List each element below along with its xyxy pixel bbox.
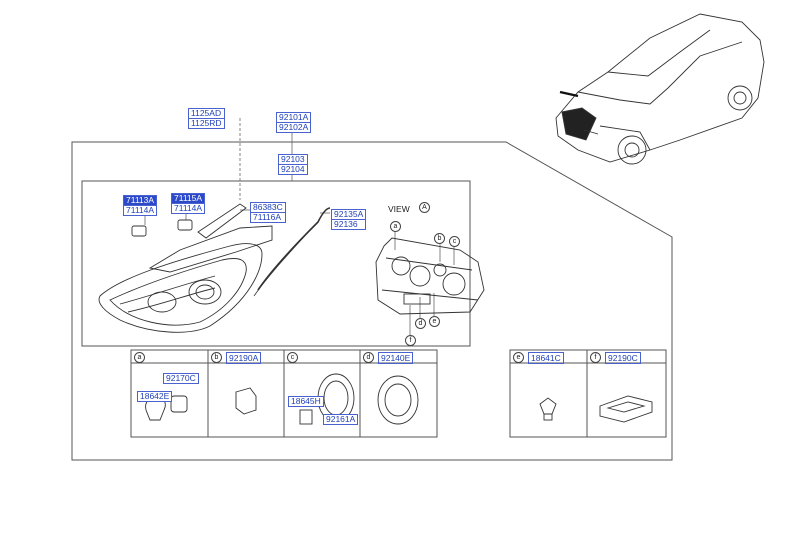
label-18645h[interactable]: 18645H	[288, 396, 324, 407]
label-86383c[interactable]: 86383C 71116A	[250, 202, 286, 223]
parts-panels	[130, 349, 667, 438]
callout-f: f	[405, 335, 416, 346]
label-18642e[interactable]: 18642E	[137, 391, 173, 402]
callout-b: b	[434, 233, 445, 244]
panel-f-header: f 92190C	[590, 351, 641, 364]
panel-code[interactable]: 18641C	[528, 351, 564, 364]
panel-key: e	[513, 352, 524, 364]
view-label: VIEW	[388, 204, 410, 214]
label-92135a[interactable]: 92135A 92136	[331, 209, 367, 230]
headlamp-box	[81, 180, 471, 347]
part-code[interactable]: 71114A	[123, 205, 158, 216]
part-code[interactable]: 92136	[331, 219, 367, 230]
callout-d: d	[415, 318, 426, 329]
label-92101a[interactable]: 92101A 92102A	[276, 112, 312, 133]
panel-key: c	[287, 352, 298, 364]
part-code[interactable]: 71114A	[171, 203, 206, 214]
part-code[interactable]: 71116A	[250, 212, 286, 223]
leader-lines	[144, 118, 455, 335]
label-71113a[interactable]: 71113A 71114A	[123, 195, 158, 216]
part-code[interactable]: 92104	[278, 164, 308, 175]
part-code[interactable]: 18642E	[137, 391, 173, 402]
label-71115a[interactable]: 71115A 71114A	[171, 193, 206, 214]
outer-frame	[71, 141, 673, 461]
vehicle-sketch	[555, 13, 765, 165]
callout-e: e	[429, 316, 440, 327]
panel-key: b	[211, 352, 222, 364]
part-code[interactable]: 1125RD	[188, 118, 225, 129]
callout-c: c	[449, 236, 460, 247]
part-code[interactable]: 18645H	[288, 396, 324, 407]
panel-a-header: a	[134, 352, 149, 364]
label-92170c[interactable]: 92170C	[163, 373, 199, 384]
label-92161a[interactable]: 92161A	[323, 414, 359, 425]
panel-items	[145, 373, 653, 425]
part-code[interactable]: 92161A	[323, 414, 359, 425]
headlamp-drawing	[98, 203, 331, 333]
rear-view-drawing	[375, 237, 485, 315]
panel-code[interactable]: 92190C	[605, 351, 641, 364]
panel-c-header: c	[287, 352, 302, 364]
panel-b-header: b 92190A	[211, 351, 262, 364]
label-92103[interactable]: 92103 92104	[278, 154, 308, 175]
panel-code[interactable]: 92140E	[378, 351, 414, 364]
callout-a: a	[390, 221, 401, 232]
panel-key: f	[590, 352, 601, 364]
view-text: VIEW	[388, 204, 410, 214]
panel-key: d	[363, 352, 374, 364]
part-code[interactable]: 92102A	[276, 122, 312, 133]
part-code[interactable]: 92170C	[163, 373, 199, 384]
view-ref-marker: A	[419, 202, 430, 213]
panel-key: a	[134, 352, 145, 364]
panel-d-header: d 92140E	[363, 351, 414, 364]
label-1125ad[interactable]: 1125AD 1125RD	[188, 108, 225, 129]
panel-e-header: e 18641C	[513, 351, 564, 364]
panel-code[interactable]: 92190A	[226, 351, 262, 364]
